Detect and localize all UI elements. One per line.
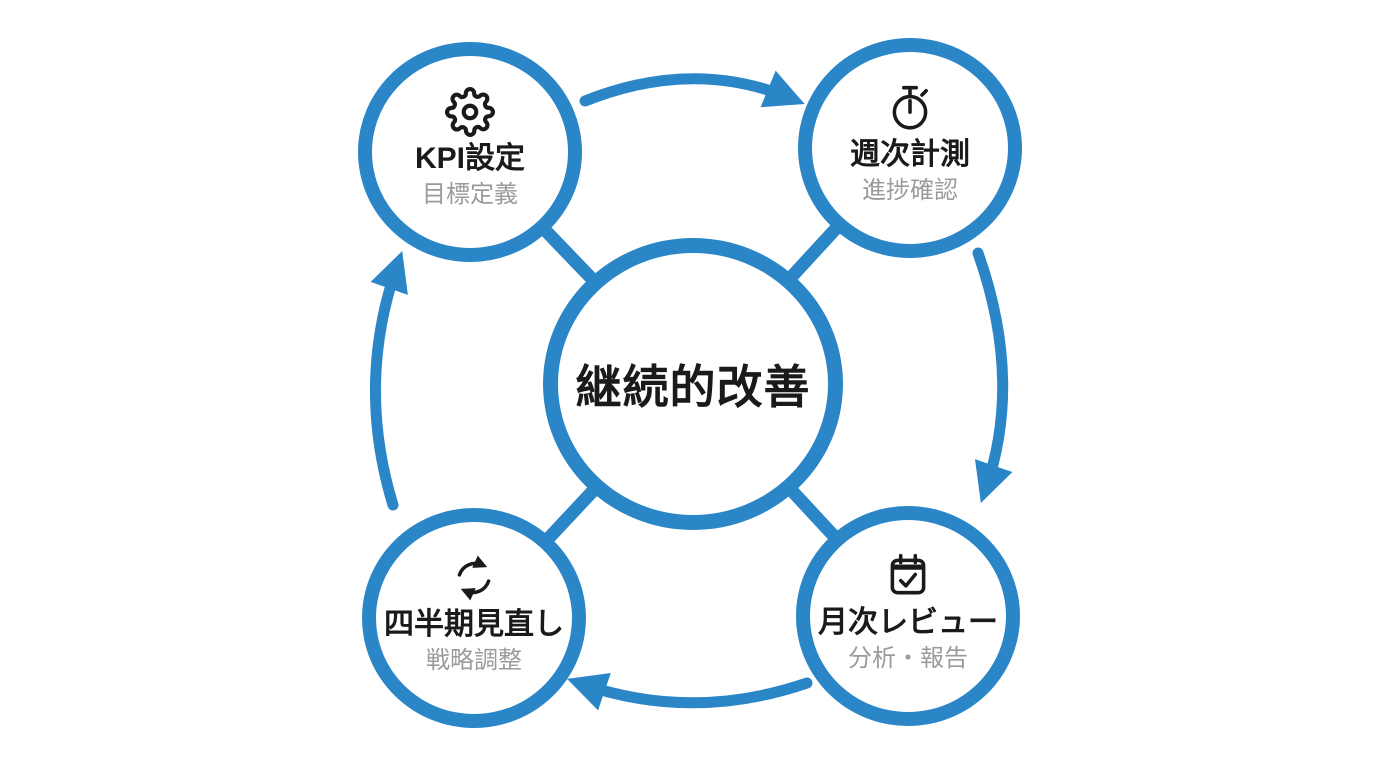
node-subtitle: 目標定義	[422, 181, 518, 209]
node-title: KPI設定	[414, 142, 525, 176]
node-monthly-review: 月次レビュー 分析・報告	[796, 506, 1020, 726]
cycle-arrows	[370, 70, 1013, 711]
node-title: 四半期見直し	[384, 608, 564, 642]
node-subtitle: 戦略調整	[426, 647, 522, 675]
refresh-icon	[457, 555, 491, 601]
node-title: 週次計測	[850, 138, 970, 172]
node-quarterly-review: 四半期見直し 戦略調整	[362, 508, 586, 728]
node-kpi-setting: KPI設定 目標定義	[358, 42, 582, 262]
arrow-quarterly-to-kpi	[370, 251, 408, 511]
calendar-check-icon	[890, 554, 926, 595]
arrow-weekly-to-monthly	[972, 247, 1013, 503]
stopwatch-icon	[892, 86, 928, 130]
node-weekly-measure: 週次計測 進捗確認	[798, 38, 1022, 258]
node-title: 月次レビュー	[818, 606, 998, 640]
arrow-kpi-to-weekly	[579, 70, 805, 108]
arrow-monthly-to-quarterly	[567, 672, 813, 711]
center-label: 継続的改善	[575, 361, 811, 413]
gear-icon	[445, 87, 495, 138]
node-subtitle: 分析・報告	[848, 645, 968, 673]
node-subtitle: 進捗確認	[862, 177, 958, 205]
center-node: 継続的改善	[543, 238, 843, 530]
